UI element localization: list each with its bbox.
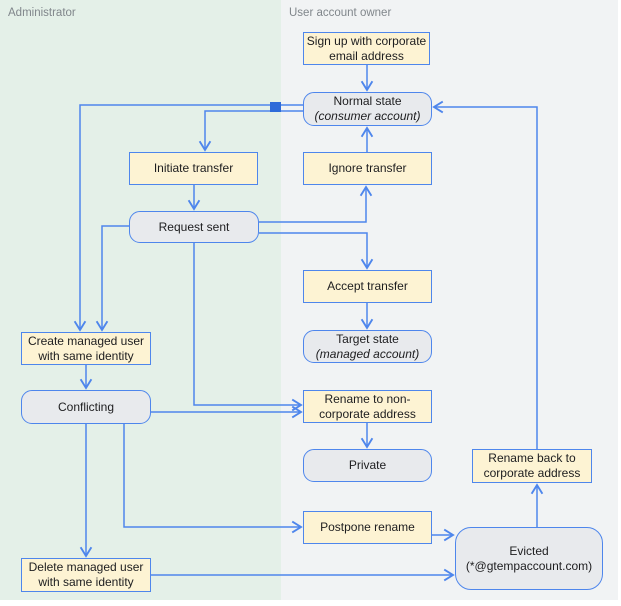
node-sign-up-label: email address <box>329 48 404 63</box>
node-create-managed-user-label: Create managed user <box>27 333 145 348</box>
node-request-sent: Request sent <box>129 211 259 243</box>
node-request-sent-label: Request sent <box>158 219 230 234</box>
node-normal-state: Normal state(consumer account) <box>303 92 432 126</box>
node-rename-to-non-corporate-label: Rename to non- <box>324 391 411 406</box>
node-evicted-label: Evicted <box>509 543 549 558</box>
node-delete-managed-user-label: Delete managed user <box>28 560 144 574</box>
node-normal-state-label: Normal state <box>333 94 402 108</box>
lane-administrator-label: Administrator <box>8 7 76 19</box>
node-initiate-transfer-label: Initiate transfer <box>153 161 234 175</box>
lane-user-account-owner-label: User account owner <box>289 7 392 19</box>
node-target-state-label: Target state <box>336 331 399 346</box>
node-accept-transfer: Accept transfer <box>303 270 432 303</box>
node-accept-transfer-label: Accept transfer <box>327 279 408 293</box>
node-conflicting-label: Conflicting <box>57 399 115 414</box>
node-rename-to-non-corporate-label: corporate address <box>319 406 416 421</box>
node-ignore-transfer-label: Ignore transfer <box>328 161 407 175</box>
node-target-state: Target state(managed account) <box>303 330 432 363</box>
node-rename-to-non-corporate: Rename to non-corporate address <box>303 390 432 423</box>
node-ignore-transfer: Ignore transfer <box>303 152 432 185</box>
node-delete-managed-user-label: with same identity <box>38 575 134 589</box>
node-evicted-label: (*@gtempaccount.com) <box>465 558 593 573</box>
node-rename-back-label: corporate address <box>483 466 581 480</box>
node-postpone-rename-label: Postpone rename <box>320 520 415 534</box>
node-target-state-label: (managed account) <box>315 346 420 361</box>
node-private-label: Private <box>348 458 387 472</box>
node-initiate-transfer: Initiate transfer <box>129 152 258 185</box>
node-sign-up-label: Sign up with corporate <box>306 33 427 48</box>
node-conflicting: Conflicting <box>21 390 151 424</box>
lane-administrator: Administrator <box>0 0 281 600</box>
node-normal-state-label: (consumer account) <box>314 109 421 123</box>
node-create-managed-user-label: with same identity <box>38 348 134 363</box>
node-postpone-rename: Postpone rename <box>303 511 432 544</box>
node-evicted: Evicted(*@gtempaccount.com) <box>455 527 603 590</box>
node-private: Private <box>303 449 432 482</box>
node-rename-back-label: Rename back to <box>488 451 576 465</box>
